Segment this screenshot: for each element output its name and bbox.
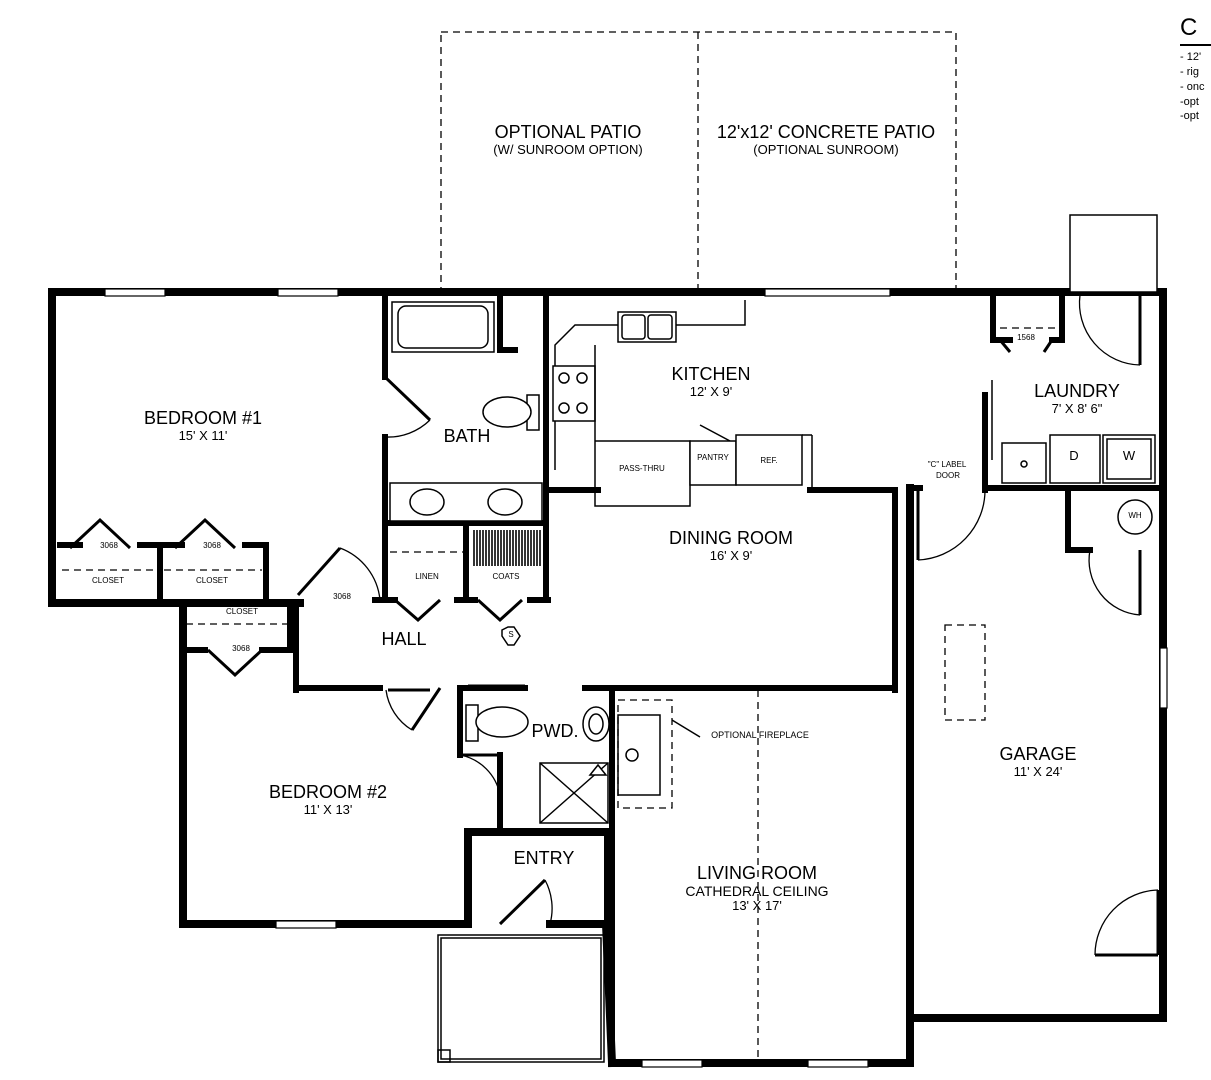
living-label: LIVING ROOM CATHEDRAL CEILING 13' X 17' bbox=[685, 863, 829, 914]
living-dim: 13' X 17' bbox=[732, 898, 782, 914]
water-heater bbox=[1117, 499, 1153, 535]
bedroom1-label: BEDROOM #1 15' X 11' bbox=[143, 408, 263, 443]
coats-label: COATS bbox=[492, 572, 520, 581]
smoke-detector bbox=[501, 626, 521, 646]
windows bbox=[104, 288, 1168, 1068]
closet-doors bbox=[68, 339, 1054, 678]
entry-porch bbox=[437, 934, 605, 1063]
laundry-dim: 7' X 8' 6" bbox=[1051, 400, 1103, 416]
closet-label-2: CLOSET bbox=[195, 576, 229, 585]
c-label-door-line2: DOOR bbox=[936, 471, 960, 480]
bedroom2-name: BEDROOM #2 bbox=[268, 782, 388, 802]
swing-doors bbox=[296, 294, 1160, 957]
door-1568-label: 1568 bbox=[1017, 333, 1035, 342]
hall-label: HALL bbox=[381, 629, 427, 649]
kitchen-dim: 12' X 9' bbox=[689, 383, 733, 399]
notes-rule bbox=[1180, 44, 1211, 46]
optional-patio-note: (W/ SUNROOM OPTION) bbox=[493, 141, 643, 157]
kitchen-name: KITCHEN bbox=[671, 364, 751, 384]
powder-room-fixtures bbox=[465, 684, 610, 824]
entry-label: ENTRY bbox=[513, 848, 575, 868]
optional-fireplace-label: OPTIONAL FIREPLACE bbox=[711, 730, 809, 740]
optional-patio-label: OPTIONAL PATIO (W/ SUNROOM OPTION) bbox=[493, 122, 643, 157]
door-3068-label-2: 3068 bbox=[203, 541, 221, 550]
bath-toilet bbox=[482, 394, 540, 431]
living-sub: CATHEDRAL CEILING bbox=[685, 882, 829, 899]
linen-label: LINEN bbox=[415, 572, 439, 581]
dining-name: DINING ROOM bbox=[669, 528, 793, 548]
closet-label-1: CLOSET bbox=[91, 576, 125, 585]
notes-line-4: -opt bbox=[1180, 95, 1199, 108]
garage-attic-access bbox=[944, 624, 986, 721]
kitchen-counters bbox=[552, 300, 813, 507]
optional-fireplace bbox=[617, 699, 701, 809]
bath-label: BATH bbox=[443, 426, 491, 446]
laundry-label: LAUNDRY 7' X 8' 6" bbox=[1034, 381, 1120, 416]
optional-patio-outline bbox=[440, 31, 957, 291]
garage-name: GARAGE bbox=[999, 744, 1077, 764]
ref-label: REF. bbox=[760, 456, 778, 465]
c-label-door-line1: "C" LABEL bbox=[927, 460, 967, 469]
closet-label-3: CLOSET bbox=[225, 607, 259, 616]
dining-label: DINING ROOM 16' X 9' bbox=[669, 528, 793, 563]
garage-label: GARAGE 11' X 24' bbox=[999, 744, 1077, 779]
washer-label: W bbox=[1122, 448, 1136, 463]
door-3068-label-4: 3068 bbox=[232, 644, 250, 653]
bedroom2-label: BEDROOM #2 11' X 13' bbox=[268, 782, 388, 817]
dining-dim: 16' X 9' bbox=[709, 547, 753, 563]
notes-panel: C - 12' - rig - onc -opt -opt bbox=[1180, 14, 1211, 124]
garage-exterior-box bbox=[1069, 214, 1158, 293]
smoke-detector-label: S bbox=[508, 630, 514, 639]
concrete-patio-name: 12'x12' CONCRETE PATIO bbox=[716, 122, 936, 142]
kitchen-label: KITCHEN 12' X 9' bbox=[671, 364, 751, 399]
garage-dim: 11' X 24' bbox=[1013, 763, 1063, 779]
door-3068-label-3: 3068 bbox=[333, 592, 351, 601]
notes-heading: C bbox=[1180, 14, 1198, 41]
interior-walls bbox=[57, 292, 1163, 1066]
bedroom1-name: BEDROOM #1 bbox=[143, 408, 263, 428]
laundry-appliances bbox=[991, 380, 1156, 484]
concrete-patio-note: (OPTIONAL SUNROOM) bbox=[753, 141, 899, 157]
coats-hangers bbox=[473, 530, 541, 566]
laundry-name: LAUNDRY bbox=[1034, 381, 1120, 401]
closet-shelves bbox=[62, 327, 1058, 625]
notes-line-1: - 12' bbox=[1180, 51, 1202, 63]
pwd-label: PWD. bbox=[531, 721, 579, 741]
optional-patio-name: OPTIONAL PATIO bbox=[494, 122, 642, 142]
pass-thru-label: PASS-THRU bbox=[619, 464, 665, 473]
bath-vanity bbox=[389, 482, 543, 522]
wh-label: WH bbox=[1128, 511, 1142, 520]
bathtub bbox=[391, 301, 495, 353]
bedroom2-dim: 11' X 13' bbox=[303, 801, 353, 817]
notes-line-2: - rig bbox=[1180, 65, 1199, 78]
living-name: LIVING ROOM bbox=[696, 863, 818, 883]
bedroom1-dim: 15' X 11' bbox=[178, 427, 228, 443]
pantry-label: PANTRY bbox=[697, 453, 729, 462]
notes-line-5: -opt bbox=[1180, 110, 1199, 123]
notes-line-3: - onc bbox=[1180, 80, 1205, 93]
door-3068-label-1: 3068 bbox=[100, 541, 118, 550]
concrete-patio-label: 12'x12' CONCRETE PATIO (OPTIONAL SUNROOM… bbox=[716, 122, 936, 157]
dryer-label: D bbox=[1069, 448, 1079, 463]
